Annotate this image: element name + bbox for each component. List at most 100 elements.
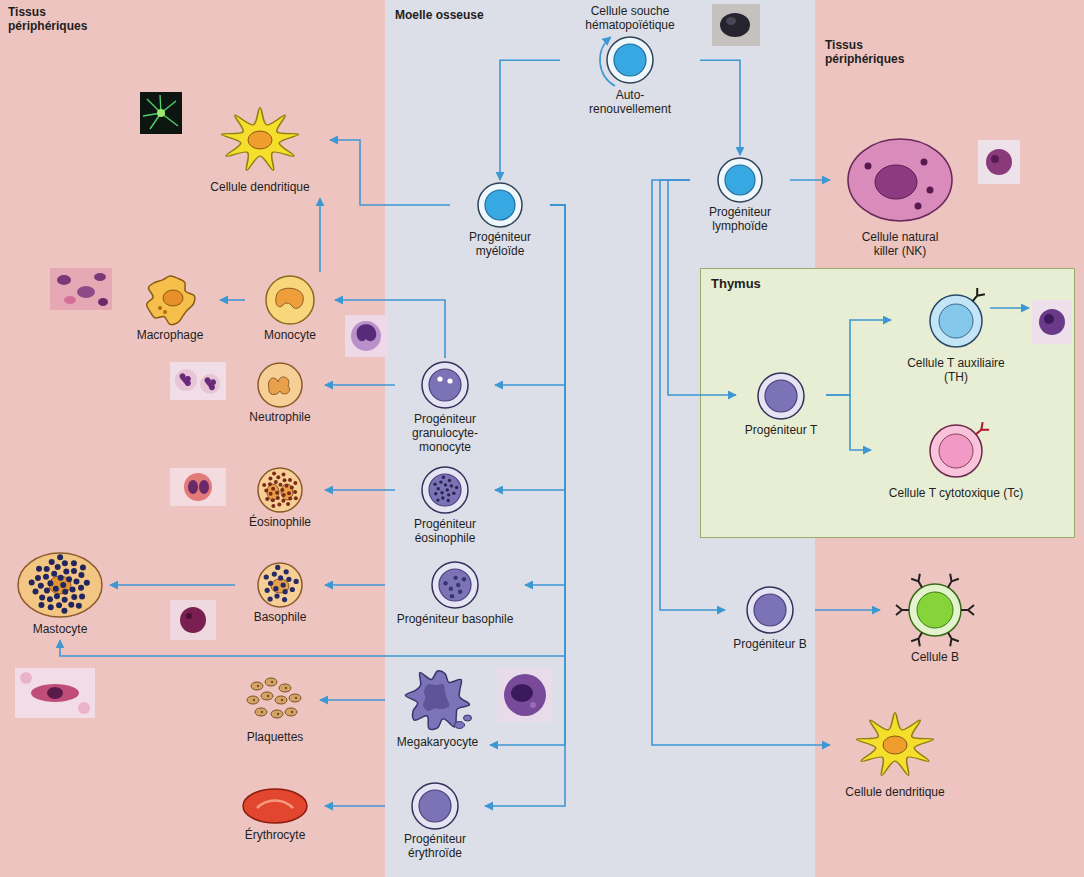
drawing-part [157, 109, 165, 117]
micrograph [1032, 300, 1072, 344]
cell-part [285, 708, 297, 716]
cell-part [447, 493, 450, 496]
cell-label: Megakaryocyte [385, 735, 490, 749]
cell-part [293, 481, 297, 485]
cell-illustration [225, 784, 325, 828]
cell-part [485, 190, 515, 220]
cell-part [275, 565, 280, 570]
cell-part [917, 592, 953, 628]
cell-part [276, 475, 280, 479]
cell-part [262, 483, 266, 487]
arrow-connector [826, 395, 871, 450]
cell-node: Éosinophile [235, 465, 325, 533]
cell-label: Éosinophile [235, 515, 325, 529]
drawing-part [345, 315, 387, 357]
micrograph [170, 468, 226, 506]
arrow-connector [110, 584, 235, 586]
arrow-connector [490, 205, 565, 745]
cell-label: Macrophage [120, 328, 220, 342]
arrow-connector [335, 300, 445, 358]
drawing-part [200, 374, 220, 394]
cell-illustration [385, 558, 525, 612]
micrograph [15, 668, 95, 718]
drawing-part [184, 473, 212, 501]
cell-part [277, 502, 281, 506]
drawing-part [991, 155, 999, 163]
cell-part [419, 790, 451, 822]
cell-illustration [891, 286, 1021, 356]
cell-part [58, 575, 64, 581]
cell-part [39, 594, 45, 600]
cell-part [62, 597, 68, 603]
cell-part [286, 577, 291, 582]
cell-drawing [258, 363, 302, 407]
cell-part [163, 290, 183, 306]
drawing-part [978, 140, 1020, 184]
cell-part [422, 362, 468, 408]
cell-label: Mastocyte [10, 622, 110, 636]
micrograph [50, 268, 112, 310]
cell-label: Cellule dendritique [830, 785, 960, 799]
cell-part [429, 474, 461, 506]
arrow-connector [815, 609, 880, 611]
cell-node: Plaquettes [230, 670, 320, 748]
cell-part [281, 472, 285, 476]
cell-part [60, 582, 66, 588]
cell-part [453, 576, 457, 580]
cell-part [464, 715, 472, 721]
cell-drawing [848, 139, 952, 221]
cell-label: Progéniteur érythroïde [385, 832, 485, 860]
cell-drawing [930, 422, 989, 477]
cell-part [281, 499, 285, 503]
cell-part [283, 478, 287, 482]
cell-part [247, 696, 259, 704]
cell-part [78, 585, 84, 591]
cell-drawing [432, 562, 478, 608]
cell-label: Cellule T cytotoxique (Tc) [871, 486, 1041, 500]
micrograph [497, 668, 553, 722]
cell-part [272, 571, 277, 576]
cell-part [287, 491, 291, 495]
cell-illustration [385, 780, 485, 832]
cell-node: Cellule T auxiliaire (TH) [891, 286, 1021, 388]
cell-part [38, 602, 44, 608]
cell-part [43, 574, 49, 580]
cell-drawing [18, 553, 102, 617]
cell-part [275, 491, 279, 495]
cell-part [47, 580, 53, 586]
cell-part [447, 499, 450, 502]
cell-drawing [747, 587, 793, 633]
drawing-part [140, 92, 182, 134]
cell-label: Monocyte [245, 328, 335, 342]
drawing-part [64, 296, 76, 304]
cell-part [607, 37, 653, 83]
cell-part [277, 713, 279, 715]
cell-part [53, 586, 59, 592]
cell-label: Cellule natural killer (NK) [850, 230, 950, 258]
cell-drawing [896, 574, 974, 647]
cell-drawing [718, 158, 762, 202]
cell-part [927, 187, 934, 194]
cell-part [725, 165, 755, 195]
organ-heading: Thymus [711, 276, 831, 291]
cell-illustration [230, 670, 320, 730]
cell-label: Cellule souche hématopoïétique [560, 4, 700, 32]
cell-illustration [450, 180, 550, 230]
cell-part [288, 497, 292, 501]
arrow-connector [325, 384, 395, 386]
cell-part [447, 378, 452, 383]
cell-part [248, 131, 272, 149]
drawing-part [57, 275, 71, 285]
region-heading: Tissus périphériques [8, 5, 108, 33]
cell-part [268, 477, 272, 481]
cell-part [264, 489, 268, 493]
cell-part [437, 376, 442, 381]
cell-part [865, 163, 872, 170]
cell-part [291, 711, 293, 713]
cell-drawing [412, 783, 458, 829]
cell-part [271, 681, 273, 683]
cell-part [909, 584, 961, 636]
cell-part [281, 699, 283, 701]
cell-part [48, 604, 54, 610]
cell-part [261, 711, 263, 713]
